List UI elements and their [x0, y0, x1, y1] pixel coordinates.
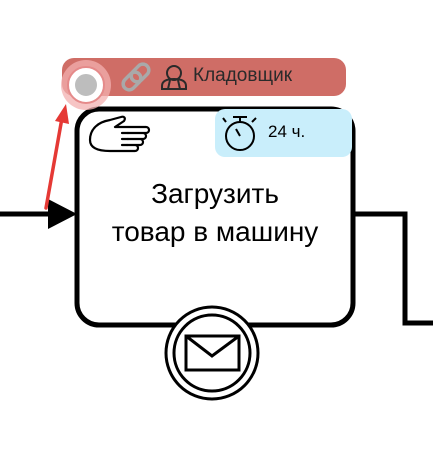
message-boundary-event[interactable]: [164, 305, 260, 401]
task-title-line-2: товар в машину: [111, 216, 319, 247]
performer-connector-arrow: [44, 104, 69, 210]
message-envelope-icon: [184, 334, 241, 372]
incoming-arrowhead: [48, 199, 77, 229]
task-title-line-1: Загрузить: [151, 178, 279, 209]
performer-role-label: Кладовщик: [193, 65, 293, 86]
timer-duration: 24 ч.: [268, 122, 306, 141]
manual-hand-icon: [88, 115, 151, 153]
task-title: Загрузить товар в машину: [77, 175, 353, 251]
outgoing-sequence-flow: [353, 211, 433, 326]
